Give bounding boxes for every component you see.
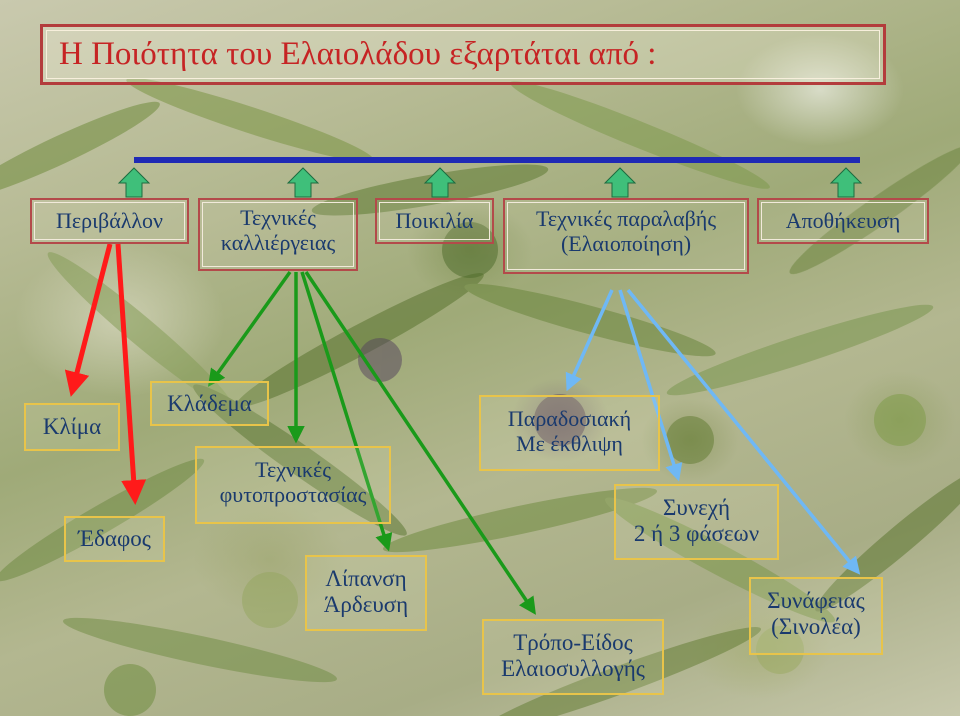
arrow-to-traditional (565, 289, 614, 392)
subfactor-climate-line-1: Κλίμα (42, 414, 102, 439)
arrow-to-contact (626, 288, 861, 575)
factor-cultivation-line-2: καλλιέργειας (220, 229, 336, 255)
subfactor-plant-protection-line-1: Τεχνικές (255, 457, 331, 482)
factor-processing-line-2: (Ελαιοποίηση) (560, 230, 692, 256)
subfactor-pruning: Κλάδεμα (150, 381, 269, 426)
subfactor-contact-line-1: Συνάφειας (767, 588, 865, 613)
arrow-to-fertilizing (300, 271, 393, 552)
subfactor-traditional-press: Παραδοσιακή Με έκθλιψη (479, 395, 660, 471)
subfactor-climate: Κλίμα (24, 403, 120, 451)
cultivation-arrows (207, 270, 536, 615)
up-arrow-processing (603, 167, 637, 198)
factor-storage-line-1: Αποθήκευση (785, 208, 901, 233)
arrow-to-pruning (207, 270, 292, 387)
subfactor-harvest-method-line-2: Ελαιοσυλλογής (501, 655, 645, 681)
factor-environment-line-1: Περιβάλλον (55, 208, 164, 233)
subfactor-continuous-line-2: 2 ή 3 φάσεων (633, 520, 760, 546)
subfactor-pruning-line-1: Κλάδεμα (167, 391, 252, 416)
subfactor-fertilizing-line-1: Λίπανση (325, 566, 407, 591)
page-title: Η Ποιότητα του Ελαιολάδου εξαρτάται από … (40, 24, 886, 85)
subfactor-continuous-line-1: Συνεχή (662, 495, 731, 520)
factor-processing-line-1: Τεχνικές παραλαβής (535, 206, 717, 231)
subfactor-contact: Συνάφειας (Σινολέα) (749, 577, 883, 655)
factor-variety-line-1: Ποικιλία (395, 208, 474, 233)
factor-cultivation: Τεχνικές καλλιέργειας (198, 198, 358, 271)
subfactor-soil: Έδαφος (64, 516, 165, 562)
factor-harvest-processing: Τεχνικές παραλαβής (Ελαιοποίηση) (503, 198, 749, 274)
factor-variety: Ποικιλία (375, 198, 494, 244)
subfactor-fertilizing-irrigation: Λίπανση Άρδευση (305, 555, 427, 631)
subfactor-harvest-method: Τρόπο-Είδος Ελαιοσυλλογής (482, 619, 664, 695)
subfactor-traditional-line-2: Με έκθλιψη (516, 430, 623, 456)
up-arrow-environment (117, 167, 151, 198)
arrow-to-continuous (618, 289, 683, 482)
subfactor-contact-line-2: (Σινολέα) (771, 613, 861, 639)
up-arrow-variety (423, 167, 457, 198)
subfactor-soil-line-1: Έδαφος (78, 526, 151, 551)
subfactor-harvest-method-line-1: Τρόπο-Είδος (513, 630, 633, 655)
subfactor-plant-protection: Τεχνικές φυτοπροστασίας (195, 446, 391, 524)
subfactor-traditional-line-1: Παραδοσιακή (507, 406, 632, 431)
subfactor-fertilizing-line-2: Άρδευση (323, 591, 409, 617)
arrow-to-soil (115, 243, 147, 505)
arrow-to-climate (64, 243, 113, 397)
factor-cultivation-line-1: Τεχνικές (240, 205, 316, 230)
up-arrow-cultivation (286, 167, 320, 198)
environment-arrows (64, 243, 147, 505)
factor-storage: Αποθήκευση (757, 198, 929, 244)
arrow-to-harvest-method (304, 271, 536, 615)
subfactor-plant-protection-line-2: φυτοπροστασίας (219, 481, 367, 507)
processing-arrows (565, 288, 861, 575)
up-arrow-storage (829, 167, 863, 198)
factor-environment: Περιβάλλον (30, 198, 189, 244)
up-arrows (117, 167, 863, 198)
subfactor-continuous: Συνεχή 2 ή 3 φάσεων (614, 484, 779, 560)
